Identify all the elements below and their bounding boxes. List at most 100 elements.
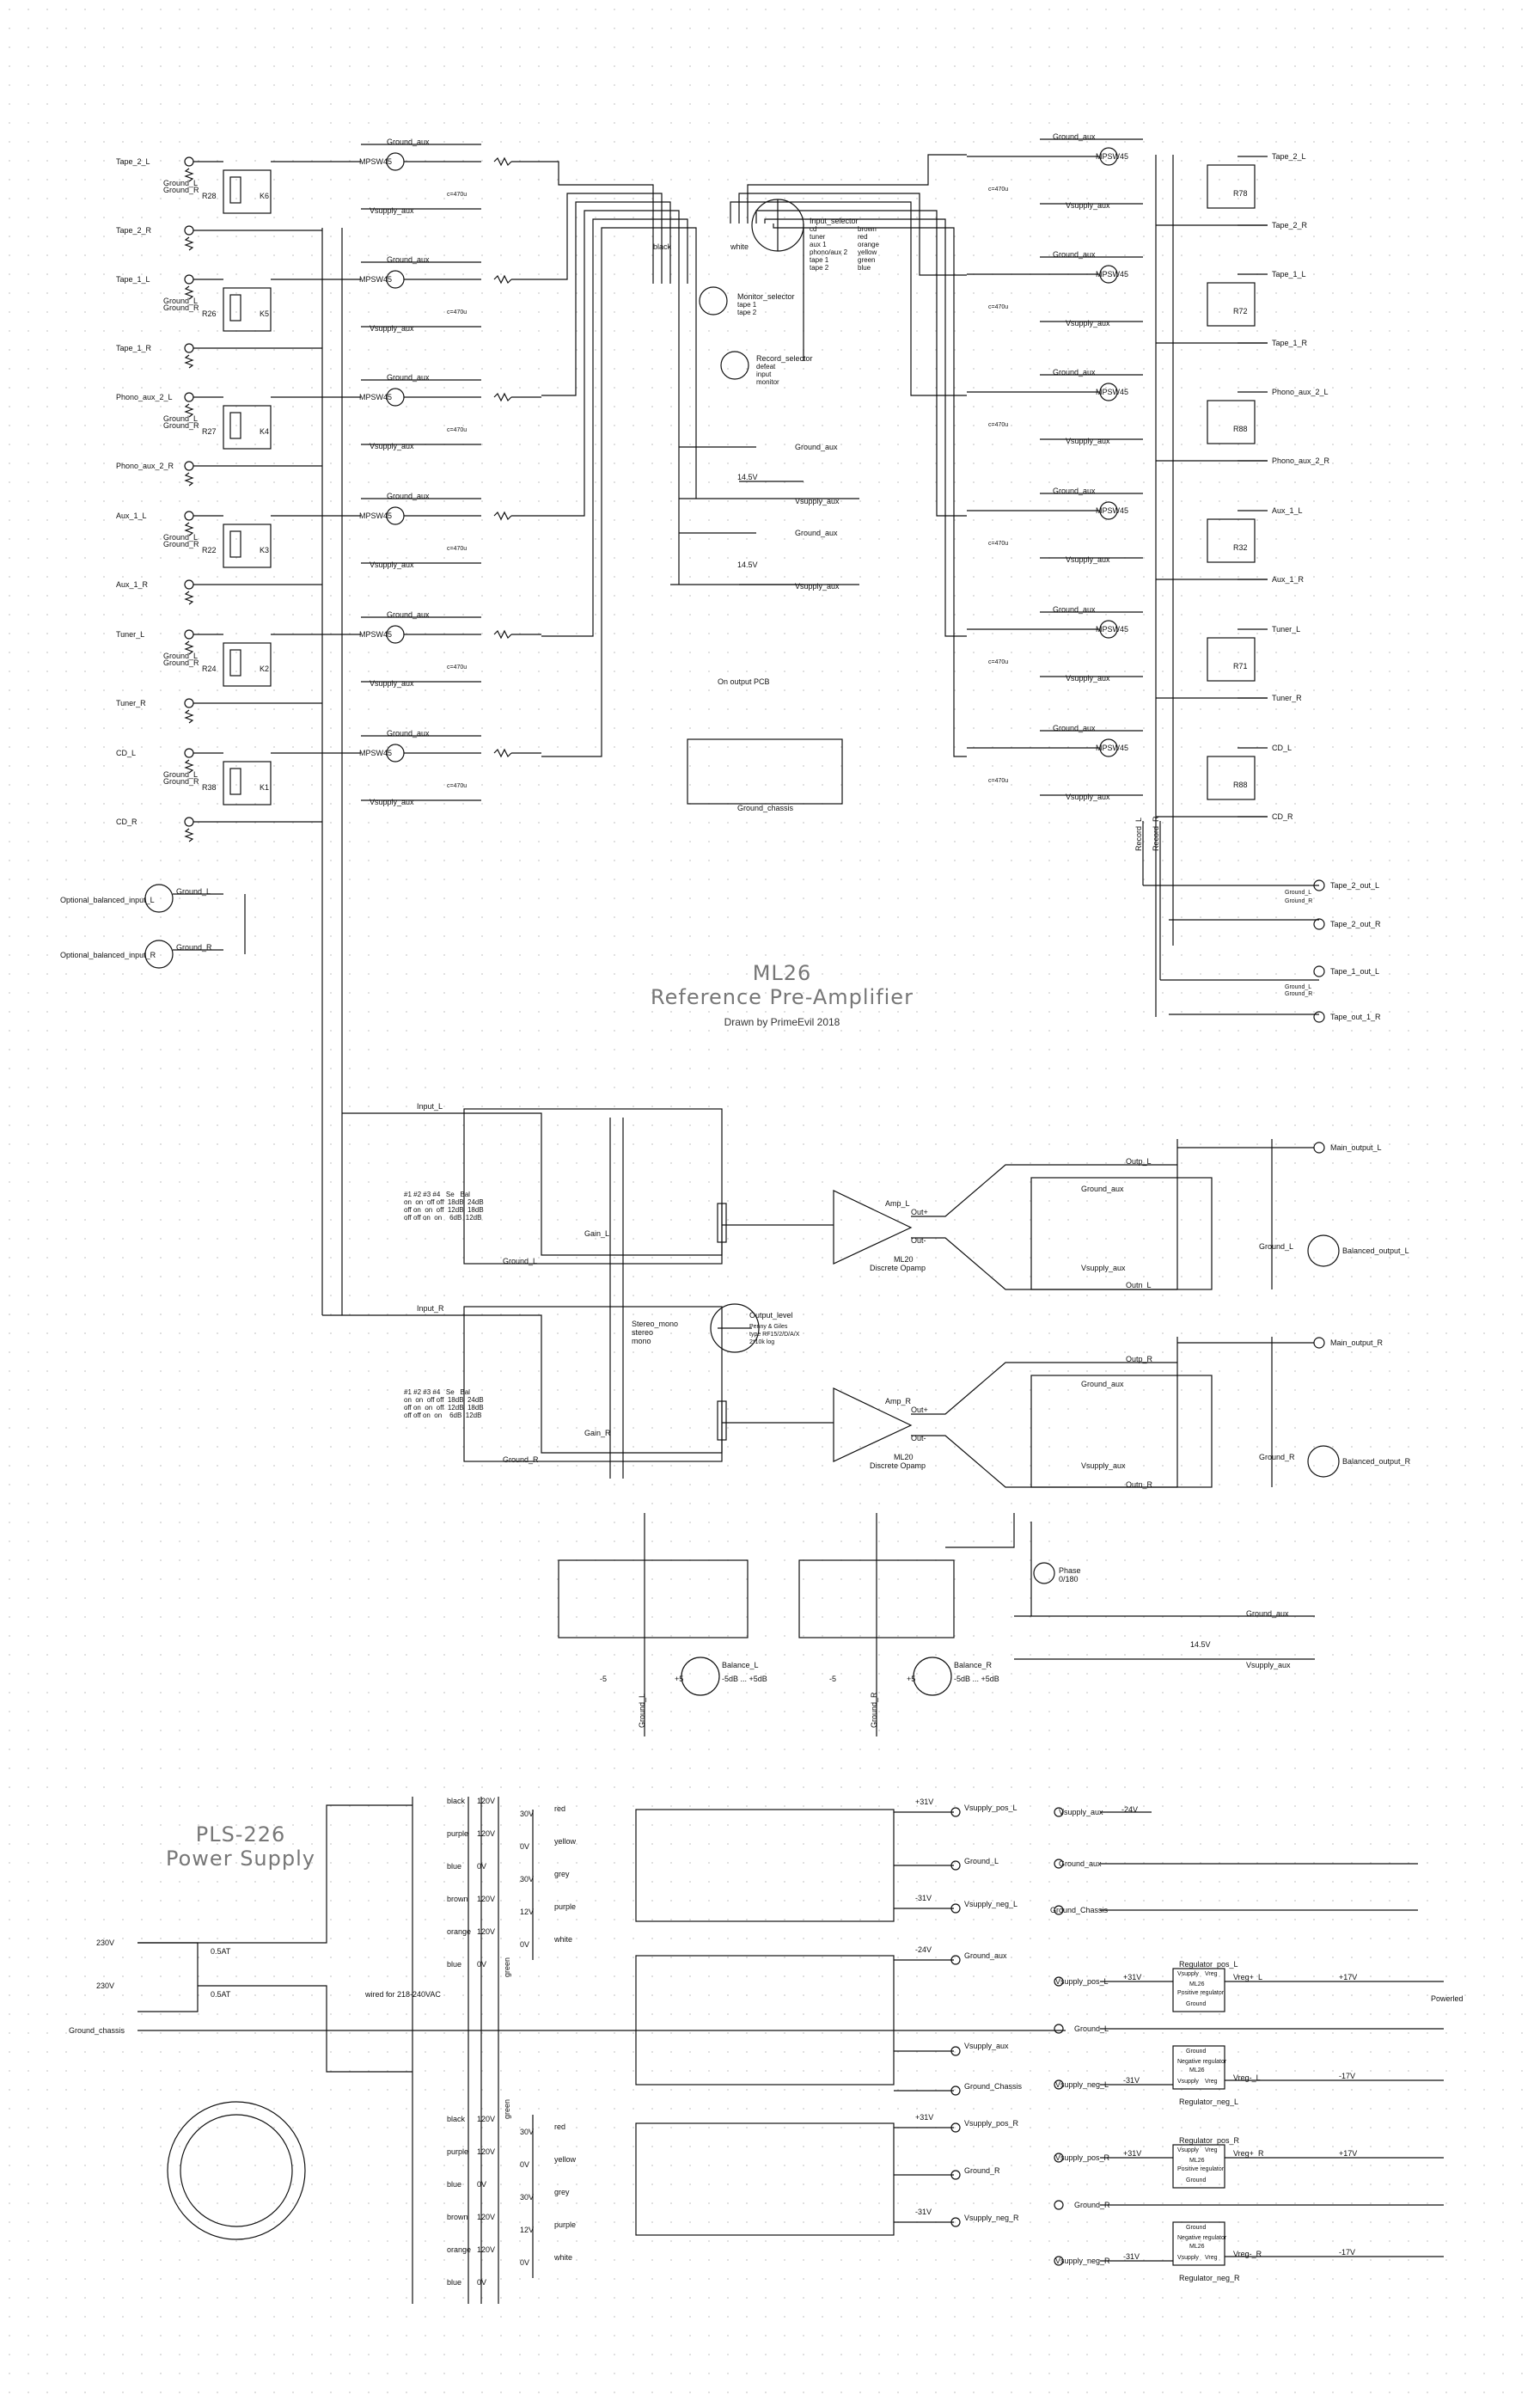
zener-2: 14.5V bbox=[737, 560, 758, 569]
reg-vsupply-pos-L: Vsupply_pos_L bbox=[1055, 1977, 1109, 1986]
right-cap-3: c=470u bbox=[988, 541, 1009, 547]
right-ground-aux-4: Ground_aux bbox=[1053, 605, 1096, 614]
left-ground-L-0: Ground_L bbox=[163, 179, 199, 187]
right-transistor-4: MPSW45 bbox=[1096, 625, 1129, 634]
right-ground-aux-0: Ground_aux bbox=[1053, 132, 1096, 141]
tape-out-label-2: Ground_R bbox=[1285, 898, 1313, 904]
left-input-label-3: Tape_1_R bbox=[116, 344, 152, 352]
reg-vregp-L: Vreg+_L bbox=[1233, 1973, 1262, 1981]
right-cap-5: c=470u bbox=[988, 778, 1009, 784]
output-level-desc3: 2*10k log bbox=[749, 1339, 775, 1345]
tape-out-label-6: Ground_R bbox=[1285, 991, 1313, 997]
title-line-1: ML26 bbox=[752, 961, 812, 985]
right-vsupply-aux-2: Vsupply_aux bbox=[1066, 437, 1110, 445]
sec-bot-color-2: grey bbox=[554, 2188, 570, 2196]
right-ground-aux-5: Ground_aux bbox=[1053, 724, 1096, 732]
left-res-0: R28 bbox=[202, 192, 217, 200]
ps-title-line-2: Power Supply bbox=[166, 1847, 315, 1871]
left-vsupply-aux-2: Vsupply_aux bbox=[370, 442, 414, 450]
rail-L-v-0: +31V bbox=[915, 1798, 934, 1806]
reg-p17-R: +17V bbox=[1339, 2149, 1358, 2158]
left-cap-1: c=470u bbox=[447, 309, 468, 315]
rail-L-0: Vsupply_pos_L bbox=[964, 1804, 1018, 1812]
sec-bot-color-0: red bbox=[554, 2122, 566, 2131]
reg-p31-L: +31V bbox=[1123, 1973, 1142, 1981]
left-ground-L-1: Ground_L bbox=[163, 297, 199, 305]
sec-bot-volt-1: 0V bbox=[520, 2160, 530, 2169]
left-cap-0: c=470u bbox=[447, 192, 468, 198]
ml20-L-2: Discrete Opamp bbox=[870, 1264, 926, 1272]
right-input-label-6: Aux_1_L bbox=[1272, 506, 1303, 515]
right-transistor-2: MPSW45 bbox=[1096, 388, 1129, 396]
green-wire-2: green bbox=[503, 2098, 511, 2119]
right-res-3: R32 bbox=[1233, 543, 1248, 552]
left-input-channels bbox=[184, 144, 541, 842]
out-ground-L: Ground_L bbox=[1259, 1242, 1294, 1251]
sec-top-color-0: red bbox=[554, 1804, 566, 1813]
balance-ground-L: Ground_L bbox=[638, 1693, 646, 1728]
tape-out-label-7: Tape_out_1_R bbox=[1330, 1013, 1381, 1021]
output-level-desc1: Penny & Giles bbox=[749, 1324, 788, 1330]
left-vsupply-aux-5: Vsupply_aux bbox=[370, 798, 414, 806]
left-res-4: R24 bbox=[202, 665, 217, 673]
right-input-label-3: Tape_1_R bbox=[1272, 339, 1308, 347]
left-transistor-2: MPSW45 bbox=[359, 393, 393, 401]
left-input-label-6: Aux_1_L bbox=[116, 511, 147, 520]
reg-box3-ml26: ML26 bbox=[1189, 2158, 1205, 2164]
tx-top-color-1: purple bbox=[447, 1829, 469, 1838]
left-res-1: R26 bbox=[202, 309, 217, 318]
input-selector-items: cd tuner aux 1 phono/aux 2 tape 1 tape 2 bbox=[810, 225, 848, 272]
balanced-input-R-label: Optional_balanced_input_R bbox=[60, 951, 156, 959]
fuse-2: 0.5AT bbox=[211, 1990, 231, 1999]
left-ground-L-2: Ground_L bbox=[163, 414, 199, 423]
right-ground-aux-2: Ground_aux bbox=[1053, 368, 1096, 377]
reg-box3-vreg: Vreg bbox=[1205, 2147, 1218, 2153]
drawn-by: Drawn by PrimeEvil 2018 bbox=[724, 1016, 840, 1028]
tx-bot-volt-1: 120V bbox=[477, 2147, 496, 2156]
out-plus-L: Out+ bbox=[911, 1208, 928, 1216]
reg-box1-ground: Ground bbox=[1186, 2001, 1207, 2007]
reg-vregn-L: Vreg-_L bbox=[1233, 2073, 1261, 2082]
tx-bot-volt-2: 0V bbox=[477, 2180, 487, 2189]
left-ground-aux-5: Ground_aux bbox=[387, 729, 430, 738]
reg-box2-ml26: ML26 bbox=[1189, 2067, 1205, 2073]
balance-R-label: Balance_R bbox=[954, 1661, 993, 1669]
reg-box3-desc: Positive regulator bbox=[1177, 2166, 1225, 2172]
outn-L: Outn_L bbox=[1126, 1281, 1152, 1289]
left-ground-aux-0: Ground_aux bbox=[387, 138, 430, 146]
reg-box3-vsupply: Vsupply bbox=[1177, 2147, 1199, 2153]
input-selector-label: Input_selector bbox=[810, 217, 859, 225]
reg-box1-vsupply: Vsupply bbox=[1177, 1971, 1199, 1977]
out-ground-aux-L: Ground_aux bbox=[1081, 1185, 1124, 1193]
tx-bot-volt-3: 120V bbox=[477, 2213, 496, 2221]
tape-out-label-0: Tape_2_out_L bbox=[1330, 881, 1380, 890]
reg-box3-ground: Ground bbox=[1186, 2177, 1207, 2183]
output-level-desc2: type RF15/2/D/A/X bbox=[749, 1332, 800, 1338]
left-input-label-8: Tuner_L bbox=[116, 630, 145, 639]
selector-white: white bbox=[730, 242, 749, 251]
gain-table-L: #1 #2 #3 #4 Se Bal on on off off 18dB 24… bbox=[404, 1191, 484, 1222]
left-transistor-3: MPSW45 bbox=[359, 511, 393, 520]
left-ground-R-5: Ground_R bbox=[163, 777, 199, 786]
amp-ground-R: Ground_R bbox=[503, 1455, 539, 1464]
gain-R: Gain_R bbox=[584, 1429, 611, 1437]
left-cap-2: c=470u bbox=[447, 427, 468, 433]
right-res-2: R88 bbox=[1233, 425, 1248, 433]
rail-L-2: Vsupply_neg_L bbox=[964, 1900, 1018, 1908]
tx-bot-color-5: blue bbox=[447, 2278, 462, 2287]
right-input-label-9: Tuner_R bbox=[1272, 694, 1302, 702]
balanced-output-L: Balanced_output_L bbox=[1342, 1246, 1409, 1255]
wired-for: wired for 218-240VAC bbox=[365, 1990, 441, 1999]
sec-top-color-1: yellow bbox=[554, 1837, 577, 1846]
ml20-R-1: ML20 bbox=[894, 1453, 914, 1461]
right-vsupply-aux-5: Vsupply_aux bbox=[1066, 793, 1110, 801]
balanced-input-L-label: Optional_balanced_input_L bbox=[60, 896, 155, 904]
gain-L: Gain_L bbox=[584, 1229, 610, 1238]
tape-out-label-3: Tape_2_out_R bbox=[1330, 920, 1381, 928]
phase-label: Phase bbox=[1059, 1566, 1081, 1575]
right-transistor-3: MPSW45 bbox=[1096, 506, 1129, 515]
reg-box1-vreg: Vreg bbox=[1205, 1971, 1218, 1977]
rail-R-v-2: -31V bbox=[915, 2208, 932, 2216]
tape-out-label-5: Ground_L bbox=[1285, 984, 1312, 990]
reg-box4-vreg: Vreg bbox=[1205, 2255, 1218, 2261]
